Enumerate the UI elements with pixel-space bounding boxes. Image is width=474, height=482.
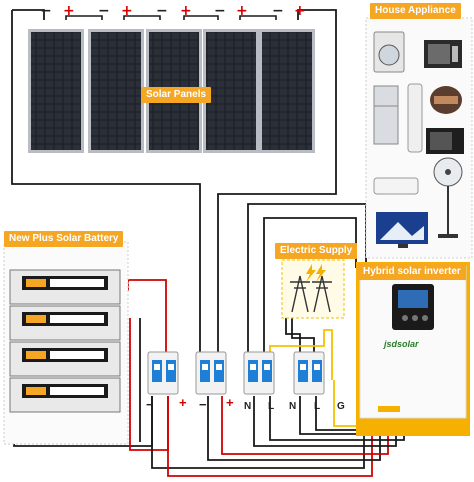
panel-output-wires xyxy=(11,9,337,358)
lightning-icon xyxy=(306,264,326,282)
panel-5-negative: − xyxy=(272,3,284,19)
panel-1-negative: − xyxy=(40,3,52,19)
refrigerator-icon xyxy=(373,85,399,145)
battery-module-1 xyxy=(9,269,121,305)
terminal-ground: G xyxy=(337,401,345,412)
terminal-battery-positive: + xyxy=(179,395,187,410)
electric-supply-label: Electric Supply xyxy=(275,243,358,259)
solar-panel-2 xyxy=(88,29,144,153)
panel-4-negative: − xyxy=(214,3,226,19)
panel-3-positive: + xyxy=(180,3,192,19)
microwave-icon xyxy=(426,128,464,154)
microwave-oven-icon xyxy=(424,40,462,68)
battery-module-2 xyxy=(9,305,121,341)
appliance-panel xyxy=(365,17,473,259)
terminal-pv-positive: + xyxy=(226,395,234,410)
inverter-label: Hybrid solar inverter xyxy=(358,264,466,280)
panel-3-negative: − xyxy=(156,3,168,19)
washing-machine-icon xyxy=(373,31,405,73)
wall-air-conditioner-icon xyxy=(373,177,419,195)
battery-stack xyxy=(3,241,129,445)
transmission-tower-icon xyxy=(290,275,332,313)
television-icon xyxy=(376,212,428,248)
dc-breaker-pv[interactable] xyxy=(195,351,227,395)
panel-4-positive: + xyxy=(236,3,248,19)
inverter-input-wires xyxy=(151,329,418,477)
panel-2-positive: + xyxy=(121,3,133,19)
panel-2-negative: − xyxy=(98,3,110,19)
solar-panel-5 xyxy=(259,29,315,153)
electric-fan-icon xyxy=(433,157,463,238)
terminal-battery-negative: − xyxy=(146,397,154,412)
ac-breaker-input[interactable] xyxy=(243,351,275,395)
panel-5-positive: + xyxy=(294,3,306,19)
electric-supply-box xyxy=(281,259,345,319)
air-conditioner-tower-icon xyxy=(407,83,423,153)
panel-1-positive: + xyxy=(63,3,75,19)
terminal-output-neutral: N xyxy=(289,401,297,412)
solar-panel-1 xyxy=(28,29,84,153)
house-appliance-label: House Appliance xyxy=(370,3,461,19)
solar-panel-4 xyxy=(203,29,259,153)
ac-breaker-output[interactable] xyxy=(293,351,325,395)
inverter-brand: jsdsolar xyxy=(384,339,419,349)
solar-panels-label: Solar Panels xyxy=(141,87,212,103)
terminal-pv-negative: − xyxy=(199,397,207,412)
terminal-input-live: L xyxy=(268,401,275,412)
panel-interconnect-wires xyxy=(65,15,277,20)
hybrid-inverter xyxy=(356,262,470,436)
battery-module-3 xyxy=(9,341,121,377)
battery-label: New Plus Solar Battery xyxy=(4,231,124,247)
terminal-input-neutral: N xyxy=(244,401,252,412)
terminal-output-live: L xyxy=(314,401,321,412)
dc-breaker-battery[interactable] xyxy=(147,351,179,395)
battery-module-4 xyxy=(9,377,121,413)
rice-cooker-icon xyxy=(430,86,462,114)
